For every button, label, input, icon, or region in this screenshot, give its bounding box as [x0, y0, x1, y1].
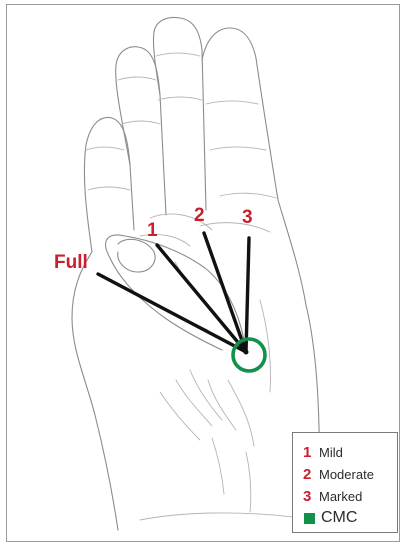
legend-text-cmc: CMC — [321, 509, 357, 527]
label-full: Full — [54, 252, 88, 273]
legend-num-1: 1 — [303, 444, 319, 461]
legend-item-moderate: 2 Moderate — [303, 464, 374, 484]
label-2: 2 — [194, 205, 205, 226]
legend-item-marked: 3 Marked — [303, 486, 362, 506]
ray-1 — [157, 245, 246, 352]
label-1: 1 — [147, 220, 158, 241]
legend-num-2: 2 — [303, 466, 319, 483]
legend-text-mild: Mild — [319, 445, 343, 460]
cmc-joint-dot — [244, 350, 249, 355]
ray-3 — [246, 238, 249, 352]
label-3: 3 — [242, 207, 253, 228]
legend: 1 Mild 2 Moderate 3 Marked CMC — [292, 432, 398, 533]
legend-text-marked: Marked — [319, 489, 362, 504]
cmc-swatch-icon — [304, 513, 315, 524]
legend-num-3: 3 — [303, 488, 319, 505]
legend-text-moderate: Moderate — [319, 467, 374, 482]
legend-item-mild: 1 Mild — [303, 442, 343, 462]
hand-outline — [72, 18, 320, 530]
legend-item-cmc: CMC — [303, 508, 357, 528]
opposition-rays — [98, 233, 249, 352]
cmc-joint-circle — [233, 339, 265, 371]
